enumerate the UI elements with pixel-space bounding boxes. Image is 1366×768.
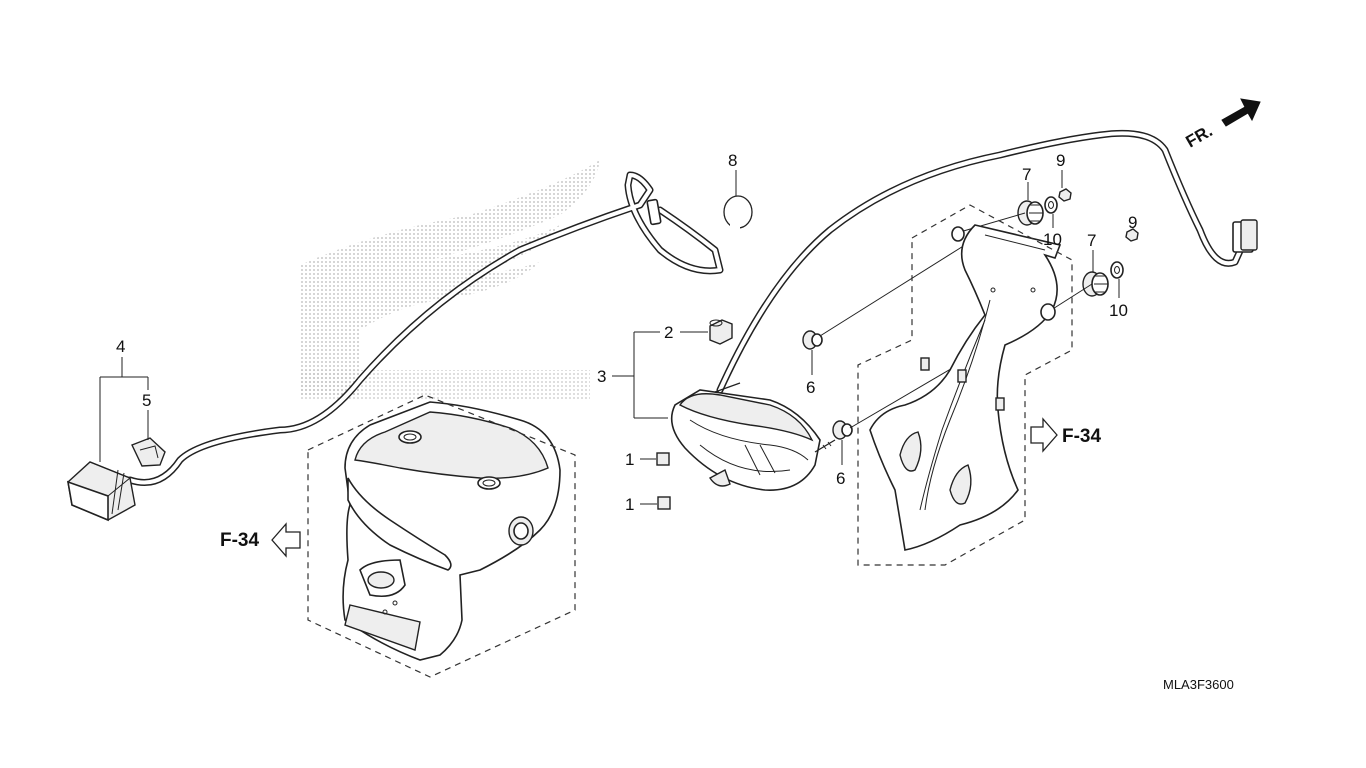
part-number-10-lower: 10 bbox=[1109, 301, 1128, 320]
washer-10-lower bbox=[1110, 261, 1124, 279]
taillight-wire bbox=[716, 129, 1258, 394]
bracket-outline bbox=[857, 204, 1073, 566]
diagram-code: MLA3F3600 bbox=[1163, 677, 1234, 692]
reference-right-label: F-34 bbox=[1062, 426, 1102, 447]
arrow-right-icon bbox=[1030, 417, 1058, 453]
part-number-1-lower: 1 bbox=[625, 495, 634, 514]
washer-6-lower bbox=[832, 420, 853, 440]
reference-right: F-34 bbox=[1030, 417, 1102, 453]
fender-outline bbox=[307, 394, 576, 678]
honda-wing-watermark bbox=[300, 160, 600, 400]
grommet-7-lower bbox=[1082, 271, 1109, 297]
part-number-7-upper: 7 bbox=[1022, 165, 1031, 184]
nut-1-upper bbox=[656, 452, 670, 466]
part-number-4: 4 bbox=[116, 337, 125, 356]
nut-1-lower bbox=[657, 496, 671, 510]
wire-connector-right bbox=[1232, 219, 1258, 253]
rear-fender bbox=[342, 401, 561, 661]
grommet-7-upper bbox=[1017, 200, 1044, 226]
ring-clamp-8 bbox=[723, 195, 753, 230]
leader-lines bbox=[99, 170, 1120, 505]
part-number-6-lower: 6 bbox=[836, 469, 845, 488]
taillight-assembly bbox=[670, 382, 836, 491]
part-number-8: 8 bbox=[728, 151, 737, 170]
part-number-1-upper: 1 bbox=[625, 450, 634, 469]
washer-10-upper bbox=[1044, 196, 1058, 214]
nut-9-upper bbox=[1058, 188, 1072, 202]
part-number-2: 2 bbox=[664, 323, 673, 342]
reference-left-label: F-34 bbox=[220, 530, 260, 551]
part-number-9-upper: 9 bbox=[1056, 151, 1065, 170]
front-direction-label: FR. bbox=[1183, 121, 1216, 151]
collar-2 bbox=[709, 319, 733, 345]
license-plate-bracket bbox=[869, 224, 1062, 551]
part-number-9-lower: 9 bbox=[1128, 213, 1137, 232]
nut-9-lower bbox=[1125, 228, 1139, 242]
wire-harness bbox=[126, 171, 724, 486]
connector-4 bbox=[66, 461, 136, 522]
arrow-left-icon bbox=[271, 522, 301, 558]
part-number-3: 3 bbox=[597, 367, 606, 386]
part-number-10-upper: 10 bbox=[1043, 230, 1062, 249]
part-number-7-lower: 7 bbox=[1087, 231, 1096, 250]
front-arrow-icon bbox=[1221, 98, 1261, 127]
part-number-5: 5 bbox=[142, 391, 151, 410]
part-number-6-upper: 6 bbox=[806, 378, 815, 397]
clip-5 bbox=[131, 437, 166, 467]
washer-6-upper bbox=[802, 330, 823, 350]
front-direction-indicator: FR. bbox=[1183, 98, 1261, 151]
reference-left: F-34 bbox=[220, 522, 301, 558]
